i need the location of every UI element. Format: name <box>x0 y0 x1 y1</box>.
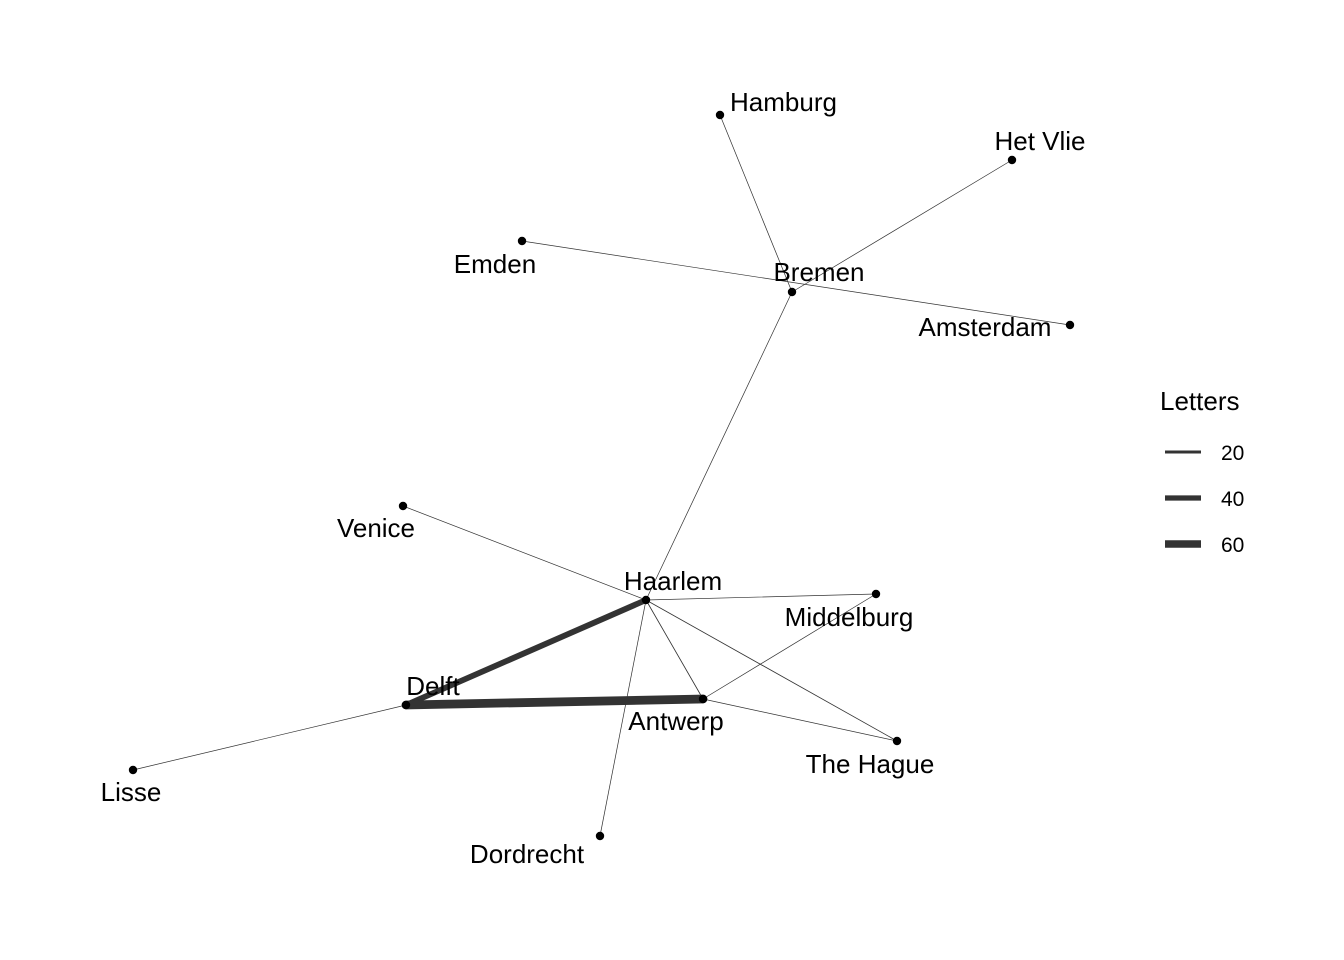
node-antwerp <box>698 694 708 704</box>
edge-het_vlie-bremen <box>791 159 1013 293</box>
node-middelburg <box>871 589 881 599</box>
edge-haarlem-dordrecht <box>599 599 647 837</box>
edge-venice-haarlem <box>402 505 647 601</box>
node-bremen <box>787 287 797 297</box>
node-label-het_vlie: Het Vlie <box>994 126 1085 156</box>
node-label-bremen: Bremen <box>773 257 864 287</box>
edge-haarlem-delft <box>403 597 649 708</box>
node-emden <box>517 236 527 246</box>
node-label-antwerp: Antwerp <box>628 706 723 736</box>
node-dordrecht <box>595 831 605 841</box>
node-label-haarlem: Haarlem <box>624 566 722 596</box>
node-label-lisse: Lisse <box>101 777 162 807</box>
node-label-amsterdam: Amsterdam <box>919 312 1052 342</box>
node-haarlem <box>641 595 651 605</box>
edge-haarlem-middelburg <box>645 593 877 601</box>
node-venice <box>398 501 408 511</box>
edges-layer <box>132 114 1071 837</box>
node-label-venice: Venice <box>337 513 415 543</box>
edge-bremen-haarlem <box>645 291 793 601</box>
edge-antwerp-the_hague <box>702 698 898 742</box>
node-label-middelburg: Middelburg <box>785 602 914 632</box>
edge-delft-antwerp <box>401 694 708 710</box>
legend: Letters 20 40 60 <box>1160 386 1244 557</box>
legend-title: Letters <box>1160 386 1240 416</box>
node-het_vlie <box>1007 155 1017 165</box>
node-delft <box>401 700 411 710</box>
edge-haarlem-antwerp <box>645 599 704 700</box>
edge-antwerp-middelburg <box>702 593 877 700</box>
edge-haarlem-the_hague <box>645 599 898 742</box>
legend-label-40: 40 <box>1221 488 1244 511</box>
edge-hamburg-bremen <box>719 114 793 293</box>
node-label-delft: Delft <box>406 671 460 701</box>
node-label-hamburg: Hamburg <box>730 87 837 117</box>
legend-label-60: 60 <box>1221 534 1244 557</box>
node-label-emden: Emden <box>454 249 536 279</box>
node-label-dordrecht: Dordrecht <box>470 839 585 869</box>
node-the_hague <box>892 736 902 746</box>
node-label-the_hague: The Hague <box>806 749 935 779</box>
legend-label-20: 20 <box>1221 442 1244 465</box>
node-hamburg <box>715 110 725 120</box>
node-lisse <box>128 765 138 775</box>
node-amsterdam <box>1065 320 1075 330</box>
nodes-layer <box>128 110 1075 841</box>
edge-delft-lisse <box>132 704 407 771</box>
edge-emden-amsterdam <box>521 240 1071 326</box>
